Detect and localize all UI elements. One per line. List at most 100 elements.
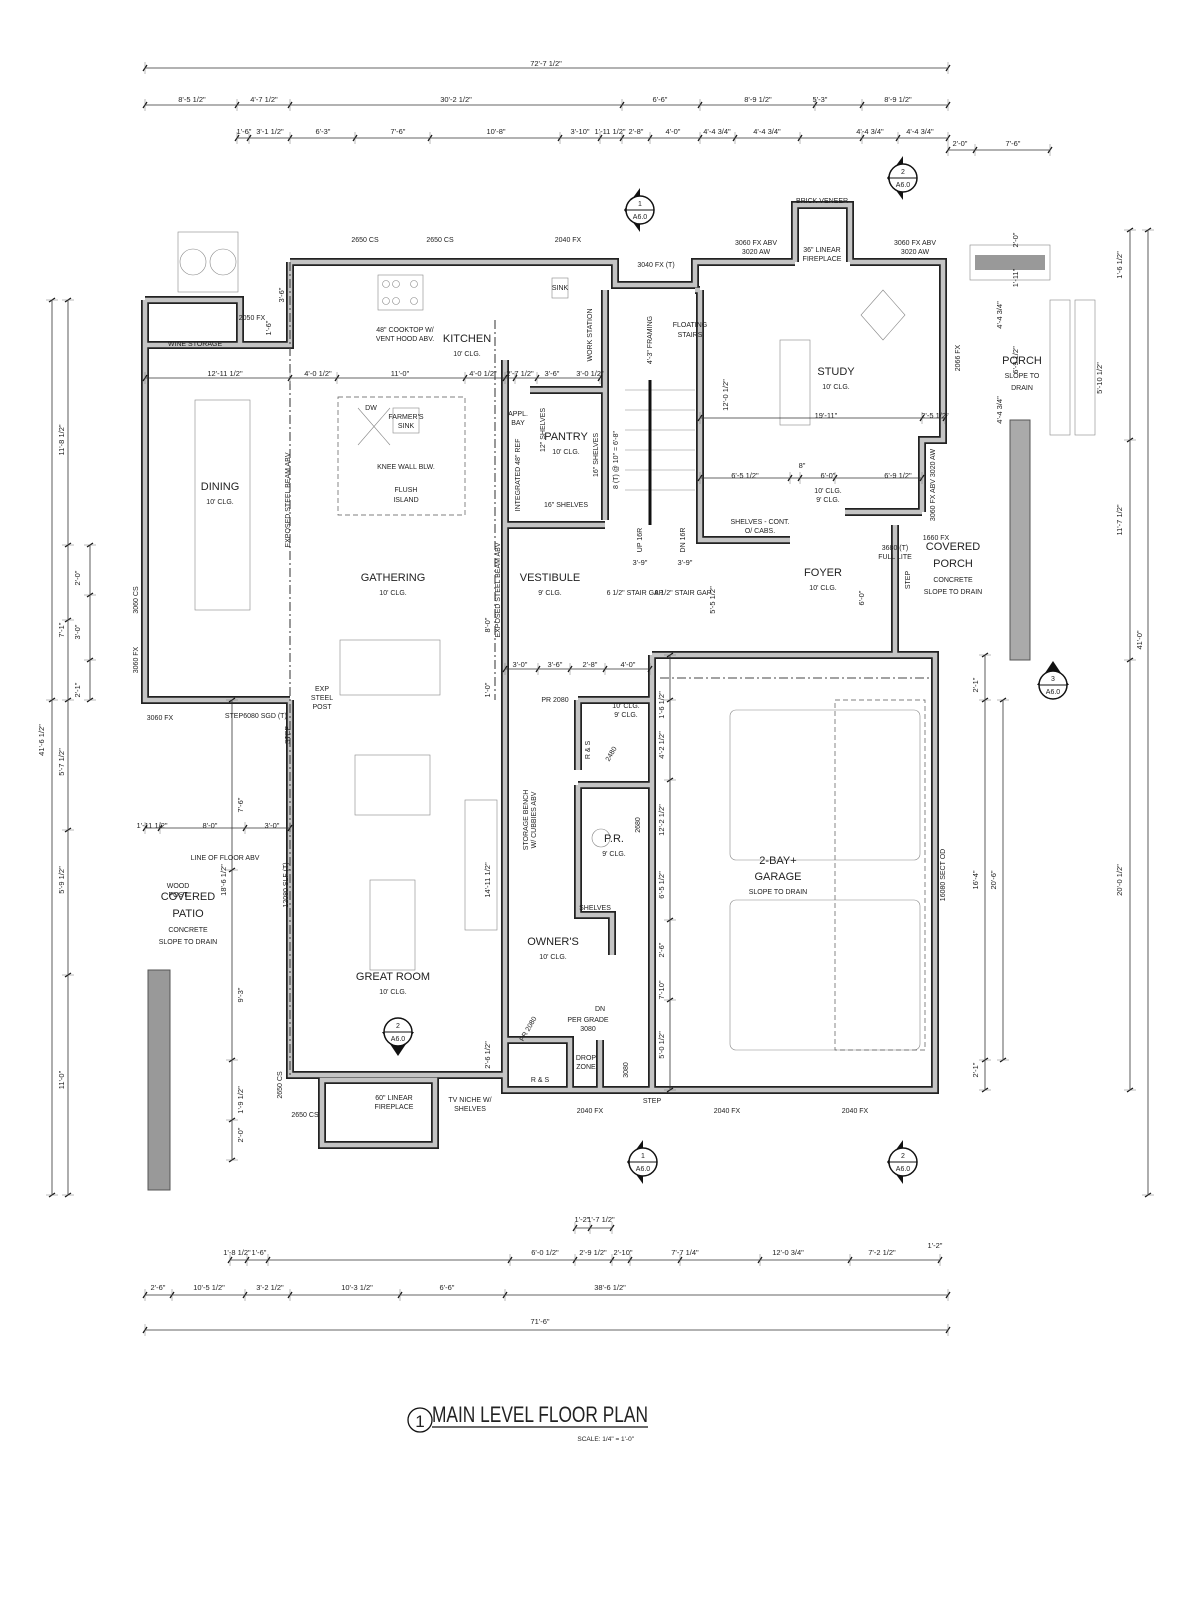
note: 10' CLG.: [612, 703, 639, 710]
dim: 5'-0 1/2": [657, 1031, 666, 1059]
note: EXPOSED STEEL BEAM ABV: [495, 542, 502, 637]
note: 60" LINEAR: [375, 1095, 413, 1102]
dim: 18'-6 1/2": [219, 864, 228, 896]
dim: 1'-6 1/2": [657, 691, 666, 719]
dim: 2'-0": [236, 1127, 245, 1142]
dim: 1'-9 1/2": [236, 1086, 245, 1114]
note: EXP: [315, 686, 329, 693]
section-marker: 3 A6.0: [1037, 661, 1069, 700]
ceiling-height: 9' CLG.: [602, 851, 626, 858]
dim: 4'-4 3/4": [703, 127, 731, 136]
fan-icon: [209, 248, 237, 276]
car-outline: [729, 709, 921, 861]
note: 12080 SLF (T): [283, 862, 290, 907]
dim: 12'-11 1/2": [207, 369, 243, 378]
note: 3060 FX ABV 3020 AW: [930, 449, 937, 522]
note: ZONE: [576, 1064, 596, 1071]
room-name: PORCH: [1002, 355, 1042, 367]
note: FIREPLACE: [375, 1104, 414, 1111]
dim: 3'-9": [678, 558, 693, 567]
note: KNEE WALL BLW.: [377, 464, 435, 471]
dim: 8'-0": [203, 821, 218, 830]
ceiling-height: 10' CLG.: [539, 954, 566, 961]
section-number: 2: [901, 169, 905, 176]
room-vestibule: VESTIBULE 9' CLG.: [520, 572, 581, 597]
note: 16" SHELVES: [544, 502, 588, 509]
dim: 19'-11": [815, 411, 838, 420]
dim: 4'-4 3/4": [856, 127, 884, 136]
room-name: FOYER: [804, 567, 842, 579]
dim: 1'-2": [928, 1241, 943, 1250]
dim: 7'-7 1/4": [671, 1248, 699, 1257]
top-dimensions: 72'-7 1/2" 8'-5 1/2" 4'-7 1/2" 30'-2 1/2…: [178, 59, 1021, 148]
dim: 6'-0": [821, 471, 836, 480]
dim: 2'-5 1/2": [921, 411, 949, 420]
note: FULL LITE: [878, 554, 912, 561]
dim: 4'-0": [666, 127, 681, 136]
note: 3080: [580, 1026, 596, 1033]
dim: 3'-1 1/2": [256, 127, 284, 136]
dim: 6'-0 1/2": [531, 1248, 559, 1257]
dim: 2'-8": [583, 660, 598, 669]
dim: 1'-11": [1011, 268, 1020, 287]
room-name: PATIO: [172, 908, 204, 920]
car-outline: [729, 899, 921, 1051]
right-dimensions: 41'-0" 11'-7 1/2" 20'-0 1/2" 20'-6" 16'-…: [483, 232, 1144, 1077]
dim: 2'-6": [151, 1283, 166, 1292]
room-gathering: GATHERING 10' CLG.: [361, 572, 426, 597]
note: 2040 FX: [577, 1108, 604, 1115]
note: 6 1/2" STAIR GAP: [607, 590, 664, 597]
section-marker: 2 A6.0: [382, 1017, 414, 1056]
ceiling-height: 10' CLG.: [552, 449, 579, 456]
room-foyer: FOYER 10' CLG.: [804, 567, 842, 592]
dim: 7'-6": [391, 127, 406, 136]
note: 12" SHELVES: [540, 408, 547, 452]
ceiling-height: 10' CLG.: [809, 585, 836, 592]
note: W/ CUBBIES ABV: [531, 791, 538, 848]
note: 2040 FX: [555, 237, 582, 244]
dim-overall-top: 72'-7 1/2": [530, 59, 562, 68]
dim: 3'-10": [570, 127, 589, 136]
ceiling-height: 10' CLG.: [379, 590, 406, 597]
dim: 3'-2 1/2": [256, 1283, 284, 1292]
note: STAIRS: [678, 332, 703, 339]
room-name: 2-BAY+: [759, 855, 796, 867]
walls: [145, 205, 943, 1145]
dim: 6'-6": [440, 1283, 455, 1292]
dim: 7'-10": [657, 980, 666, 999]
ceiling-height: 10' CLG.: [453, 351, 480, 358]
dim: 1'-2": [575, 1215, 590, 1224]
dim: 3'-0": [513, 660, 528, 669]
dim: 5'-7 1/2": [57, 748, 66, 776]
section-sheet: A6.0: [896, 1166, 911, 1173]
room-note: DRAIN: [1011, 385, 1033, 392]
note: SINK: [552, 285, 569, 292]
room-note: SLOPE TO DRAIN: [749, 889, 807, 896]
note: 3060 FX ABV: [735, 240, 777, 247]
note: 3020 AW: [742, 249, 771, 256]
porch-bench: [969, 244, 1051, 281]
dim: 11'-8 1/2": [57, 424, 66, 455]
dim: 38'-6 1/2": [594, 1283, 626, 1292]
note: 3060 CS: [133, 586, 140, 614]
interior-dimensions: 12'-11 1/2" 4'-0 1/2" 11'-0" 4'-0 1/2" 2…: [136, 369, 949, 830]
section-sheet: A6.0: [636, 1166, 651, 1173]
section-sheet: A6.0: [633, 214, 648, 221]
room-note: SLOPE TO: [1005, 373, 1040, 380]
note: 2066 FX: [955, 344, 962, 371]
dim: 6'-9 1/2": [884, 471, 912, 480]
dim: 3'-6": [545, 369, 560, 378]
dining-table: [194, 399, 251, 611]
dim: 6'-0": [857, 590, 866, 605]
note: 3060 FX: [133, 646, 140, 673]
note: 2040 FX: [714, 1108, 741, 1115]
room-garage: 2-BAY+ GARAGE SLOPE TO DRAIN: [749, 855, 807, 896]
dim: 11'-0": [391, 369, 410, 378]
ceiling-height: 10' CLG.: [379, 989, 406, 996]
room-powder: P.R. 9' CLG.: [602, 833, 626, 858]
note: O/ CABS.: [745, 528, 775, 535]
note: 3060 FX: [147, 715, 174, 722]
note: DW: [365, 405, 377, 412]
note: SHELVES: [454, 1106, 486, 1113]
dim: 11'-7 1/2": [1115, 504, 1124, 535]
